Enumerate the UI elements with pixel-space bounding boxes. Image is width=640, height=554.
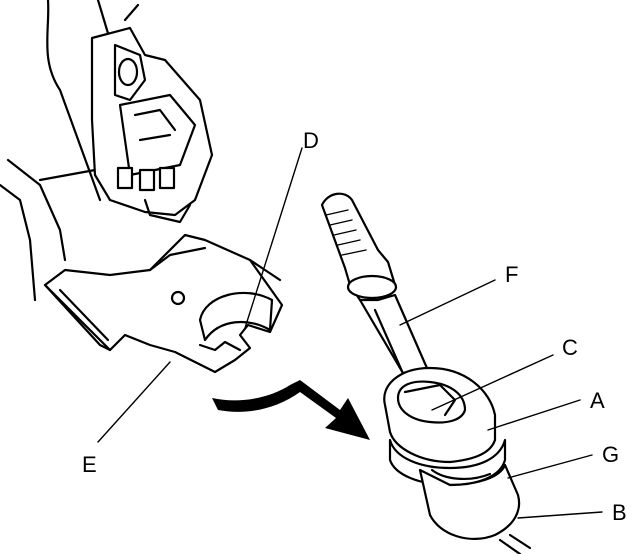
callout-c: C bbox=[562, 335, 578, 360]
callout-a: A bbox=[590, 388, 605, 413]
callout-d: D bbox=[303, 128, 319, 153]
callout-b: B bbox=[612, 500, 627, 525]
callout-g: G bbox=[602, 442, 619, 467]
sensor-body bbox=[383, 366, 532, 554]
mounting-bracket bbox=[43, 233, 284, 374]
callout-f: F bbox=[505, 262, 518, 287]
sensor-connector bbox=[90, 3, 214, 224]
callout-e: E bbox=[82, 452, 97, 477]
bolt bbox=[320, 192, 432, 387]
leader-lines bbox=[97, 147, 603, 519]
engine-outline bbox=[0, 0, 112, 302]
install-arrow bbox=[212, 380, 370, 440]
